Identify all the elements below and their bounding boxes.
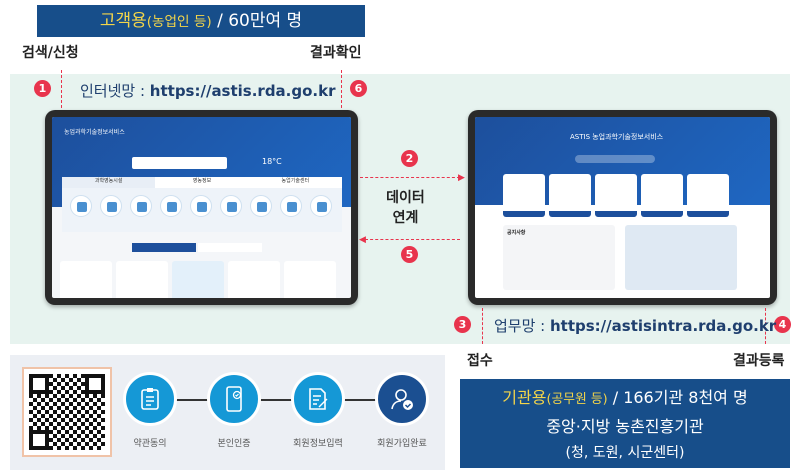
arrow-2-head: ▶ — [458, 173, 465, 183]
arrow-2-line — [360, 177, 460, 178]
phone-verify-icon — [207, 372, 261, 426]
steps-connector — [150, 399, 400, 401]
customer-banner: 고객용(농업인 등) / 60만여 명 — [37, 5, 365, 37]
right-menu-card[interactable] — [687, 174, 729, 217]
arrow-5-head: ◀ — [359, 235, 366, 245]
agency-site-tablet: ASTIS 농업과학기술정보서비스 공지사항 — [468, 110, 777, 305]
left-select[interactable] — [132, 243, 196, 252]
customer-count: / 60만여 명 — [217, 11, 303, 31]
left-tab-3[interactable]: 농업기술센터 — [281, 178, 310, 184]
agency-line2: 중앙·지방 농촌진흥기관 — [546, 417, 704, 436]
right-menu-card[interactable] — [595, 174, 637, 217]
step-number-1: 1 — [34, 80, 51, 97]
arrow-1-line — [61, 70, 62, 108]
internet-url: 인터넷망 : https://astis.rda.go.kr — [80, 80, 336, 101]
agency-title: 기관용 — [502, 388, 547, 407]
data-link-line1: 데이터 — [386, 190, 425, 206]
internet-label: 인터넷망 : — [80, 82, 150, 100]
left-screen-logo: 농업과학기술정보서비스 — [64, 129, 125, 136]
right-menu-card[interactable] — [549, 174, 591, 217]
step-number-3: 3 — [454, 316, 471, 333]
right-user-bar — [575, 155, 655, 163]
left-select-2[interactable] — [198, 243, 262, 252]
left-tab-1[interactable]: 과학영농시설 — [62, 177, 156, 188]
right-menu-card[interactable] — [503, 174, 545, 217]
result-check-label: 결과확인 — [310, 45, 362, 61]
left-tab-2[interactable]: 영농정보 — [192, 178, 212, 184]
search-apply-label: 검색/신청 — [22, 45, 79, 61]
data-link-line2: 연계 — [392, 210, 419, 226]
right-notice-tab[interactable]: 공지사항 — [507, 230, 526, 236]
step-label-terms: 약관동의 — [133, 439, 167, 449]
step-number-2: 2 — [401, 150, 418, 167]
customer-site-tablet: 농업과학기술정보서비스 18°C 과학영농시설 영농정보 농업기술센터 — [45, 110, 358, 305]
receive-label: 접수 — [467, 353, 493, 369]
intranet-label: 업무망 : — [494, 317, 550, 335]
intranet-url: 업무망 : https://astisintra.rda.go.kr — [494, 315, 776, 336]
agency-subtitle: (공무원 등) — [546, 392, 608, 407]
arrow-3-line — [482, 308, 483, 344]
arrow-4-line — [765, 308, 766, 344]
arrow-5-line — [365, 239, 460, 240]
step-number-4: 4 — [774, 316, 791, 333]
step-number-5: 5 — [401, 246, 418, 263]
step-label-verify: 본인인증 — [217, 439, 251, 449]
customer-title: 고객용 — [99, 11, 147, 31]
right-info-panel — [625, 225, 737, 290]
left-search-box[interactable] — [132, 157, 227, 169]
step-label-complete: 회원가입완료 — [377, 439, 427, 449]
arrow-6-line — [341, 70, 342, 108]
info-input-icon — [291, 372, 345, 426]
step-label-info: 회원정보입력 — [293, 439, 343, 449]
signup-complete-icon — [375, 372, 429, 426]
agency-line3: (청, 도원, 시군센터) — [565, 445, 685, 461]
agency-banner: 기관용(공무원 등) / 166기관 8천여 명 중앙·지방 농촌진흥기관 (청… — [460, 379, 790, 468]
left-weather: 18°C — [262, 157, 282, 166]
internet-link[interactable]: https://astis.rda.go.kr — [149, 82, 336, 100]
customer-subtitle: (농업인 등) — [146, 14, 212, 30]
agency-count: / 166기관 8천여 명 — [612, 388, 748, 407]
step-number-6: 6 — [350, 80, 367, 97]
right-notice-panel: 공지사항 — [503, 225, 615, 290]
terms-agree-icon — [123, 372, 177, 426]
qr-code[interactable] — [22, 367, 112, 457]
right-menu-card[interactable] — [641, 174, 683, 217]
right-screen-logo: ASTIS 농업과학기술정보서비스 — [570, 133, 664, 141]
left-service-panel: 과학영농시설 영농정보 농업기술센터 — [62, 177, 342, 232]
result-register-label: 결과등록 — [733, 353, 785, 369]
intranet-link[interactable]: https://astisintra.rda.go.kr — [550, 317, 777, 335]
